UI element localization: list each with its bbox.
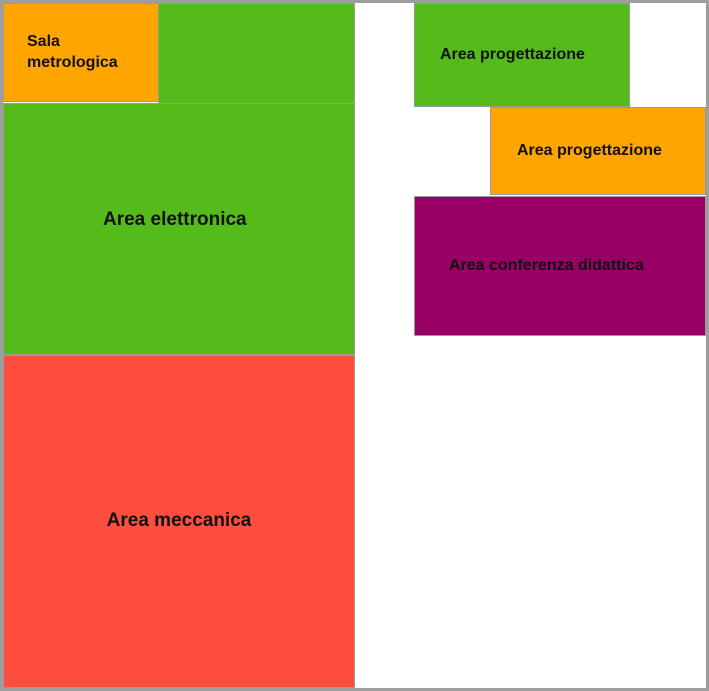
room-area-conferenza-didattica: Area conferenza didattica [414,196,706,336]
room-area-elettronica-label-holder: Area elettronica [3,3,355,355]
room-label-area-meccanica: Area meccanica [106,510,252,532]
room-area-progettazione-orange: Area progettazione [490,107,706,195]
room-label-area-progettazione-green: Area progettazione [440,45,585,63]
room-sala-metrologica: Sala metrologica [3,3,159,102]
room-label-sala-metrologica: Sala metrologica [27,32,118,71]
room-area-meccanica: Area meccanica [3,355,355,688]
room-area-progettazione-green: Area progettazione [414,3,630,107]
room-area-elettronica-upper [158,3,355,104]
room-label-area-elettronica: Area elettronica [103,209,247,230]
room-label-area-conferenza-didattica: Area conferenza didattica [449,256,644,274]
room-label-area-progettazione-orange: Area progettazione [517,141,662,159]
room-area-elettronica [3,103,355,355]
